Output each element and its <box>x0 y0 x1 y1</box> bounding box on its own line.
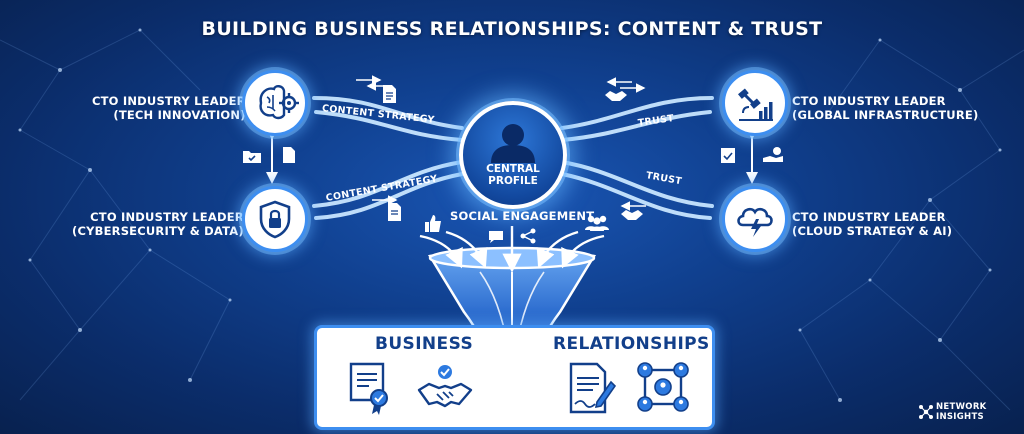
business-relationships-box: BUSINESS RELATIONSHIPS <box>314 325 715 430</box>
person-silhouette-icon <box>491 124 535 163</box>
share-icon <box>520 228 536 244</box>
document-small-icon <box>283 147 295 163</box>
people-network-icon <box>637 362 689 412</box>
document-icon <box>383 85 396 103</box>
relationships-word: RELATIONSHIPS <box>553 334 710 354</box>
page-title: BUILDING BUSINESS RELATIONSHIPS: CONTENT… <box>201 18 823 40</box>
node-cybersecurity <box>242 186 308 252</box>
node-global-infrastructure <box>722 70 788 136</box>
node-cloud-strategy <box>722 186 788 252</box>
certificate-icon <box>349 362 388 415</box>
thumbs-up-icon <box>425 215 441 232</box>
shield-lock-icon <box>259 200 291 239</box>
business-word: BUSINESS <box>375 334 474 354</box>
network-logo-icon <box>919 405 933 419</box>
satellite-chart-icon <box>738 88 773 121</box>
leader-label-tech-innovation: CTO INDUSTRY LEADER(TECH INNOVATION) <box>92 94 246 122</box>
brain-gear-icon <box>259 85 299 120</box>
handshake-small-icon <box>605 91 627 101</box>
group-icon <box>585 215 609 231</box>
signed-contract-icon <box>569 362 617 414</box>
leader-label-cloud-strategy: CTO INDUSTRY LEADER(CLOUD STRATEGY & AI) <box>792 210 953 238</box>
handshake-bottom-icon <box>621 210 643 220</box>
folder-check-icon <box>243 151 261 163</box>
chat-bubble-icon <box>489 231 503 243</box>
cloud-lightning-icon <box>737 207 773 237</box>
node-tech-innovation <box>242 70 308 136</box>
hand-check-icon <box>763 147 783 162</box>
handshake-icon <box>417 365 473 408</box>
leader-label-global-infrastructure: CTO INDUSTRY LEADER(GLOBAL INFRASTRUCTUR… <box>792 94 979 122</box>
leader-label-cybersecurity: CTO INDUSTRY LEADER(CYBERSECURITY & DATA… <box>72 210 244 238</box>
clipboard-check-icon <box>721 148 735 163</box>
social-engagement-label: SOCIAL ENGAGEMENT <box>450 209 595 223</box>
document-bottom-icon <box>388 203 401 221</box>
